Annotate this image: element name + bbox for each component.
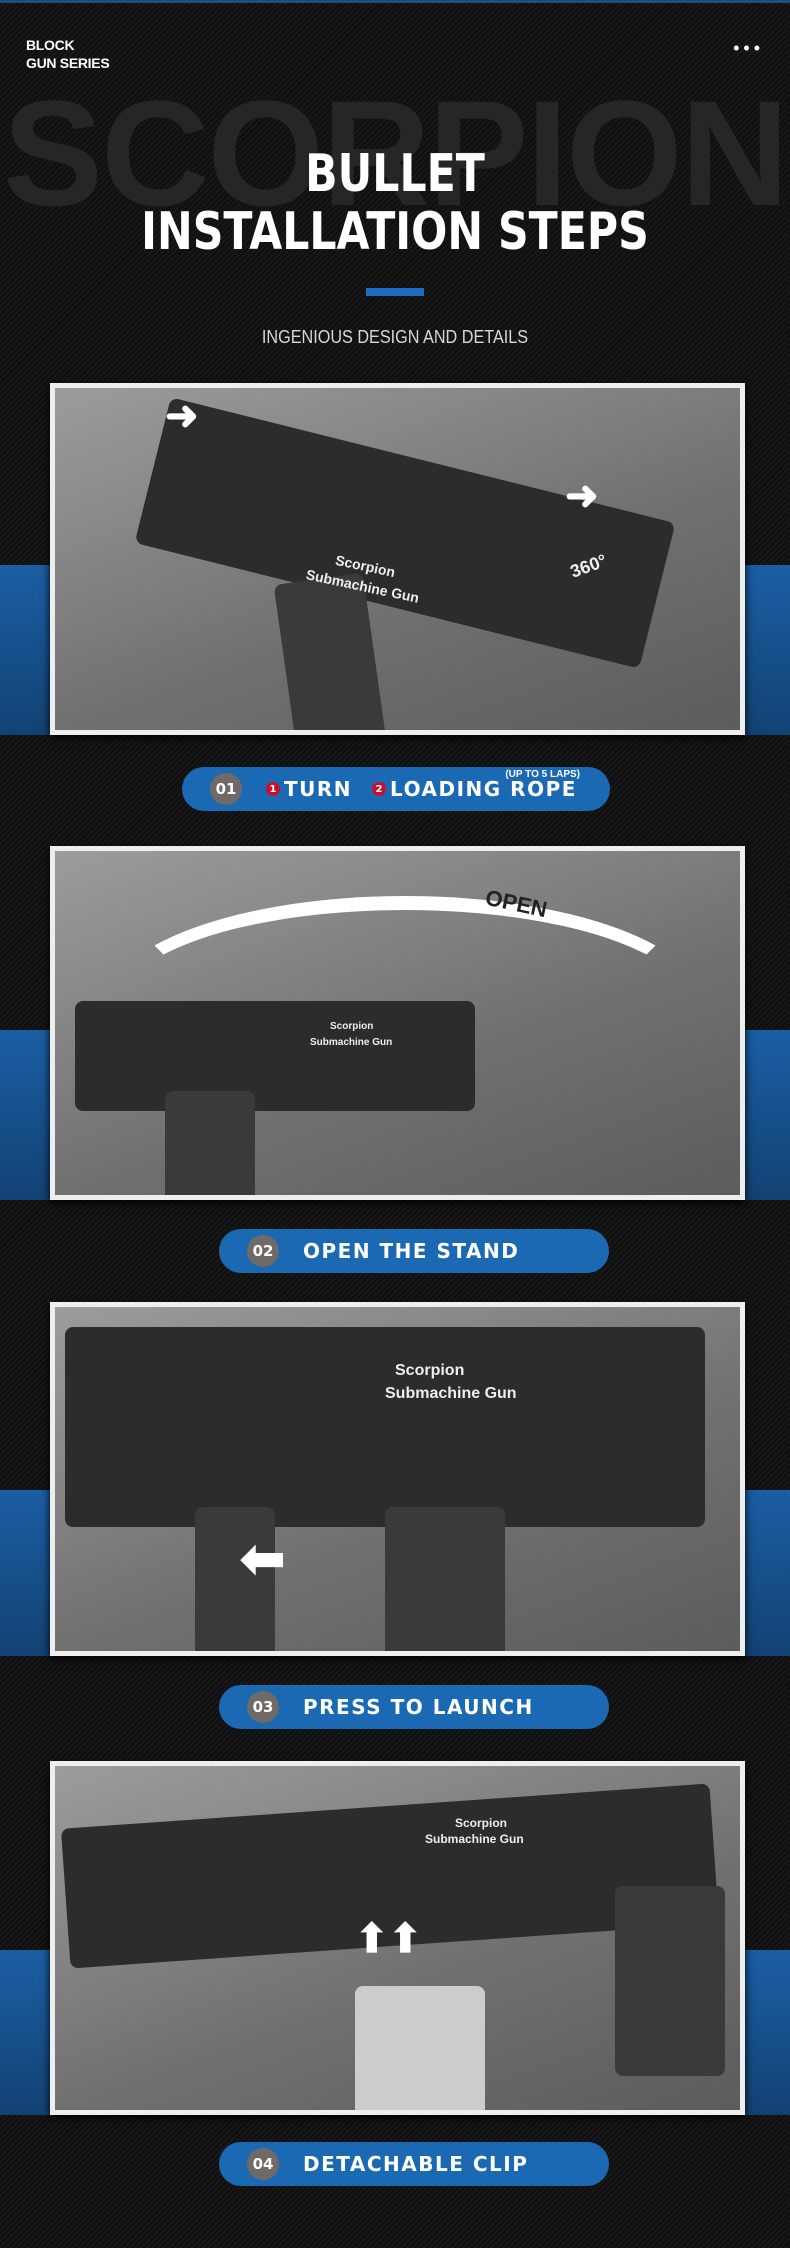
step-number: 04 — [247, 2148, 279, 2180]
image-label: Submachine Gun — [385, 1385, 517, 1402]
step-image-1: Scorpion Submachine Gun 360° ➜ ➜ — [50, 383, 745, 735]
step-label: OPEN THE STAND — [303, 1239, 520, 1263]
step-image-2: OPEN Scorpion Submachine Gun — [50, 846, 745, 1200]
arrow-right-icon: ➜ — [565, 474, 599, 518]
detached-clip — [355, 1986, 485, 2110]
image-label: Submachine Gun — [310, 1037, 393, 1048]
step-image-3: Scorpion Submachine Gun ⬅ — [50, 1302, 745, 1656]
step-badge-3: 03 PRESS TO LAUNCH — [219, 1685, 609, 1729]
step-label: DETACHABLE CLIP — [303, 2152, 529, 2176]
more-dots-icon[interactable]: ••• — [733, 38, 764, 58]
subtitle: INGENIOUS DESIGN AND DETAILS — [261, 327, 529, 347]
step-label: LOADING ROPE — [390, 777, 577, 801]
step-badge-4: 04 DETACHABLE CLIP — [219, 2142, 609, 2186]
background-word: SCORPION — [2, 69, 789, 237]
step-badge-2: 02 OPEN THE STAND — [219, 1229, 609, 1273]
image-label: Scorpion — [395, 1362, 465, 1379]
step-label: TURN — [284, 777, 353, 801]
step-number: 02 — [247, 1235, 279, 1267]
title-line: INSTALLATION STEPS — [141, 202, 649, 262]
top-border — [0, 0, 790, 3]
brand: BLOCK GUN SERIES — [26, 36, 110, 72]
marker: 2 — [372, 782, 387, 796]
title-divider — [366, 288, 424, 296]
gun-body — [65, 1327, 705, 1527]
open-arc-arrow — [105, 896, 705, 1116]
arrow-right-icon: ➜ — [165, 394, 199, 438]
brand-line: GUN SERIES — [26, 55, 110, 71]
image-label: Submachine Gun — [425, 1832, 524, 1846]
gun-magazine — [385, 1507, 505, 1651]
arrow-left-icon: ⬅ — [240, 1529, 286, 1589]
step-image-4: Scorpion Submachine Gun ⬆⬆ — [50, 1761, 745, 2115]
step-number: 03 — [247, 1691, 279, 1723]
title-line: BULLET — [305, 144, 485, 204]
step-note: (UP TO 5 LAPS) — [505, 769, 580, 780]
gun-grip — [195, 1507, 275, 1651]
gun-body — [134, 397, 676, 669]
step-number: 01 — [210, 773, 242, 805]
image-label: Scorpion — [455, 1816, 508, 1830]
step-label: PRESS TO LAUNCH — [303, 1695, 534, 1719]
image-label: Scorpion — [330, 1021, 374, 1032]
gun-grip — [615, 1886, 725, 2076]
arrow-up-icon: ⬆⬆ — [355, 1917, 423, 1961]
brand-line: BLOCK — [26, 37, 75, 53]
marker: 1 — [266, 782, 280, 796]
